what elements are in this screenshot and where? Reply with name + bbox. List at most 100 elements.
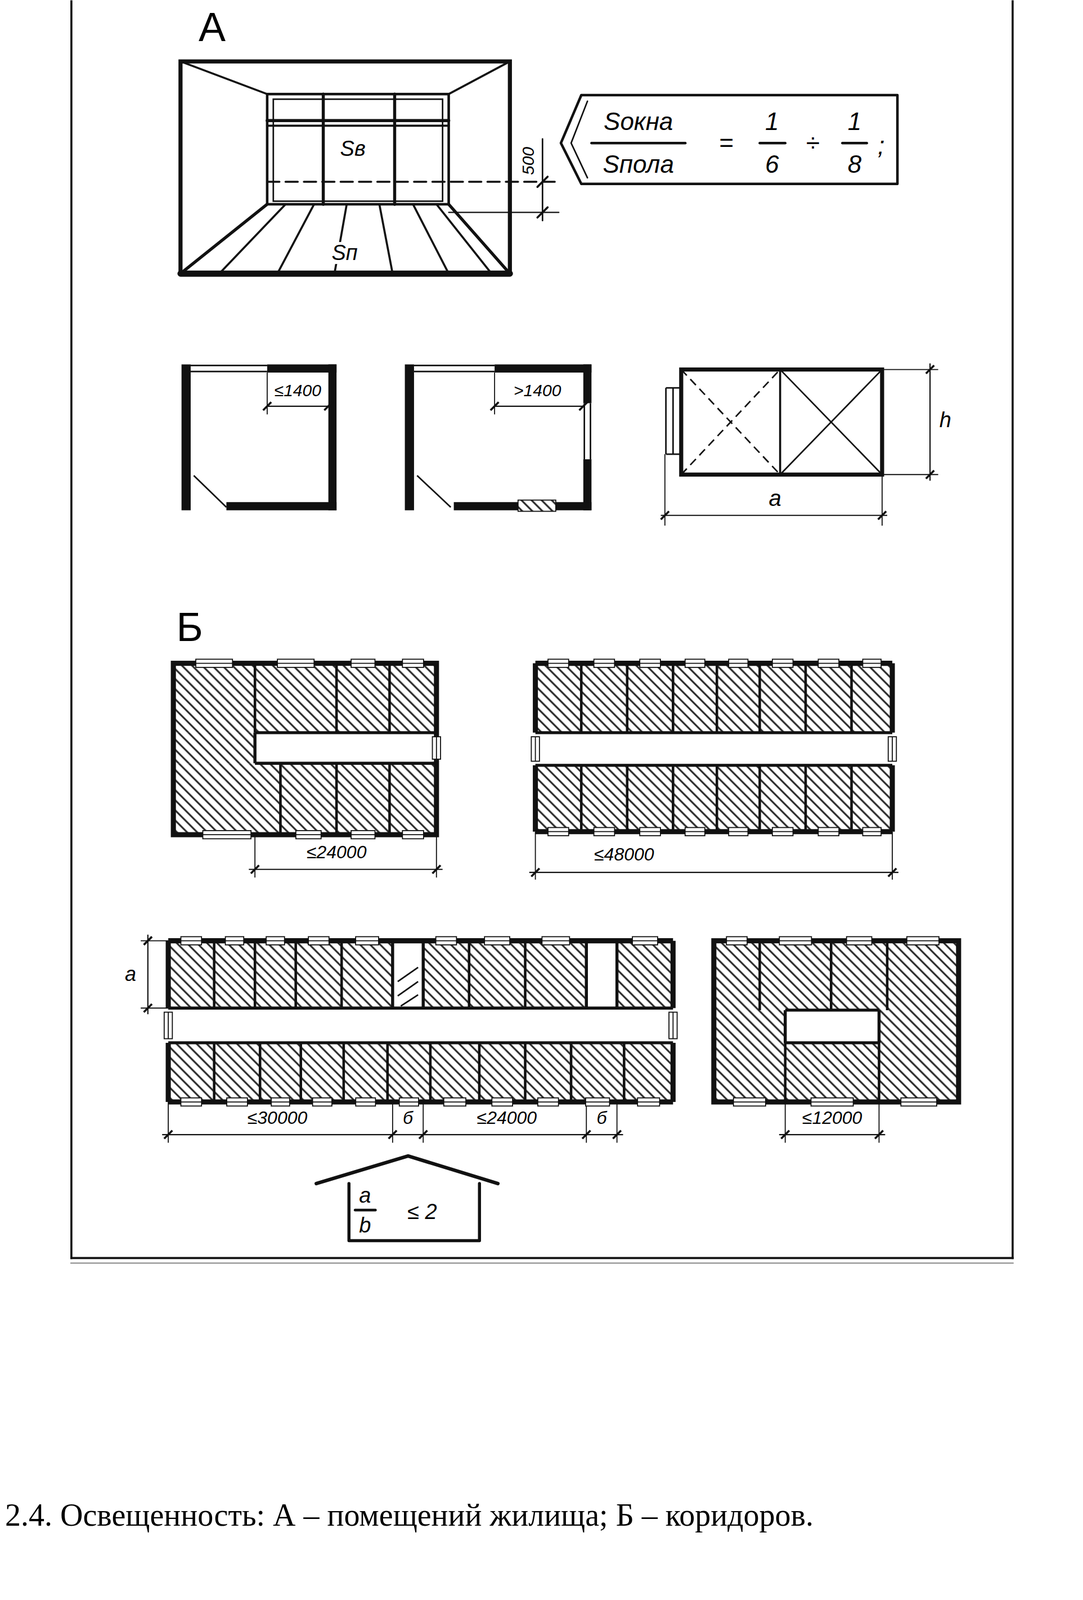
dimension-value: >1400 [511,381,563,400]
room-plans [681,369,781,475]
corridor-plans [140,940,169,1009]
window-marks [312,1097,332,1107]
room-perspective [267,124,449,128]
label-holder: А [196,6,228,49]
window-marks [164,1012,173,1039]
corridor-plans [144,936,153,1012]
corridor-plans [147,934,149,1014]
window-marks [491,1101,513,1103]
window-marks [728,827,748,836]
window-marks [811,1101,854,1103]
window-marks [726,940,748,942]
room-plans [664,387,667,455]
window-marks [436,936,457,945]
window-marks [862,830,882,833]
window-marks [537,1097,559,1107]
outline-stroke [348,1183,480,1241]
window-marks [181,940,202,942]
window-marks [818,830,839,833]
window-marks [668,1012,678,1039]
formula-text: a [358,1184,371,1206]
figure-caption: 2.4. Освещенность: А – помещений жилища;… [5,1497,814,1531]
label-holder: ≤1400 [272,381,323,400]
window-marks [779,940,812,942]
formula-text: ; [877,133,885,159]
text-holder: = [718,130,734,156]
formula-box: SокнаSпола=16÷18; [560,95,898,184]
corridor-plans [164,1130,622,1139]
window-marks [862,658,882,668]
outline-stroke [560,95,898,184]
window-marks [891,736,893,762]
corridor-plans [785,1009,880,1043]
room-plans [661,514,888,516]
window-marks [355,936,379,945]
window-marks [443,1101,466,1103]
page-frame [70,0,73,1259]
window-marks [195,658,233,668]
room-plans [780,369,883,475]
window-marks [772,658,794,668]
window-marks [585,1101,610,1103]
window-marks [351,830,375,839]
window-marks [862,662,882,664]
room-plans [681,369,883,475]
corridor-plans [173,663,437,835]
label-holder: a [766,486,783,510]
window-marks [491,1097,513,1107]
window-marks [531,736,540,762]
window-marks [271,1097,290,1107]
window-marks [484,940,510,942]
window-marks [164,1012,173,1039]
room-plans [267,405,329,407]
window-marks [402,662,424,664]
label-holder: >1400 [511,381,563,400]
room-perspective [180,270,510,277]
label-holder: ≤24000 [475,1108,539,1128]
outline-stroke [354,1207,376,1211]
window-marks [225,940,245,942]
formula-text: b [358,1214,371,1236]
room-plans [926,470,935,479]
formula-text: 1 [765,109,779,134]
room-plans [226,501,337,511]
room-perspective [180,61,268,94]
window-marks [547,827,569,836]
window-marks [668,1012,678,1039]
window-marks [402,833,424,835]
room-plans [666,387,682,389]
room-plans [780,369,883,475]
window-marks [632,936,658,945]
window-marks [733,1101,766,1103]
room-plans [926,365,935,374]
corridor-plans [713,940,959,1102]
corridor-plans [581,663,852,832]
window-marks [818,658,839,668]
window-marks [818,658,839,668]
window-marks [547,658,569,668]
window-marks [164,658,939,1106]
window-marks [594,827,615,836]
corridor-plans [535,663,893,832]
window-marks [772,662,794,664]
window-marks [846,936,873,945]
window-marks [181,936,202,945]
corridor-plans [535,732,893,766]
window-marks [637,1097,660,1107]
dimension-letter: a [766,486,783,510]
window-marks [541,940,570,942]
window-marks [547,662,569,664]
corridor-plans [531,868,897,877]
corridor-plans [713,940,959,1010]
room-plans [414,370,495,373]
room-plans [589,402,592,460]
window-marks [541,936,570,945]
corridor-plans [423,940,587,1009]
window-marks [818,662,839,664]
window-marks [541,936,570,945]
window-marks [639,658,661,668]
window-marks [443,1097,466,1107]
room-plans [681,369,781,475]
window-marks [772,827,794,836]
text-holder: ≤ 2 [407,1200,438,1222]
